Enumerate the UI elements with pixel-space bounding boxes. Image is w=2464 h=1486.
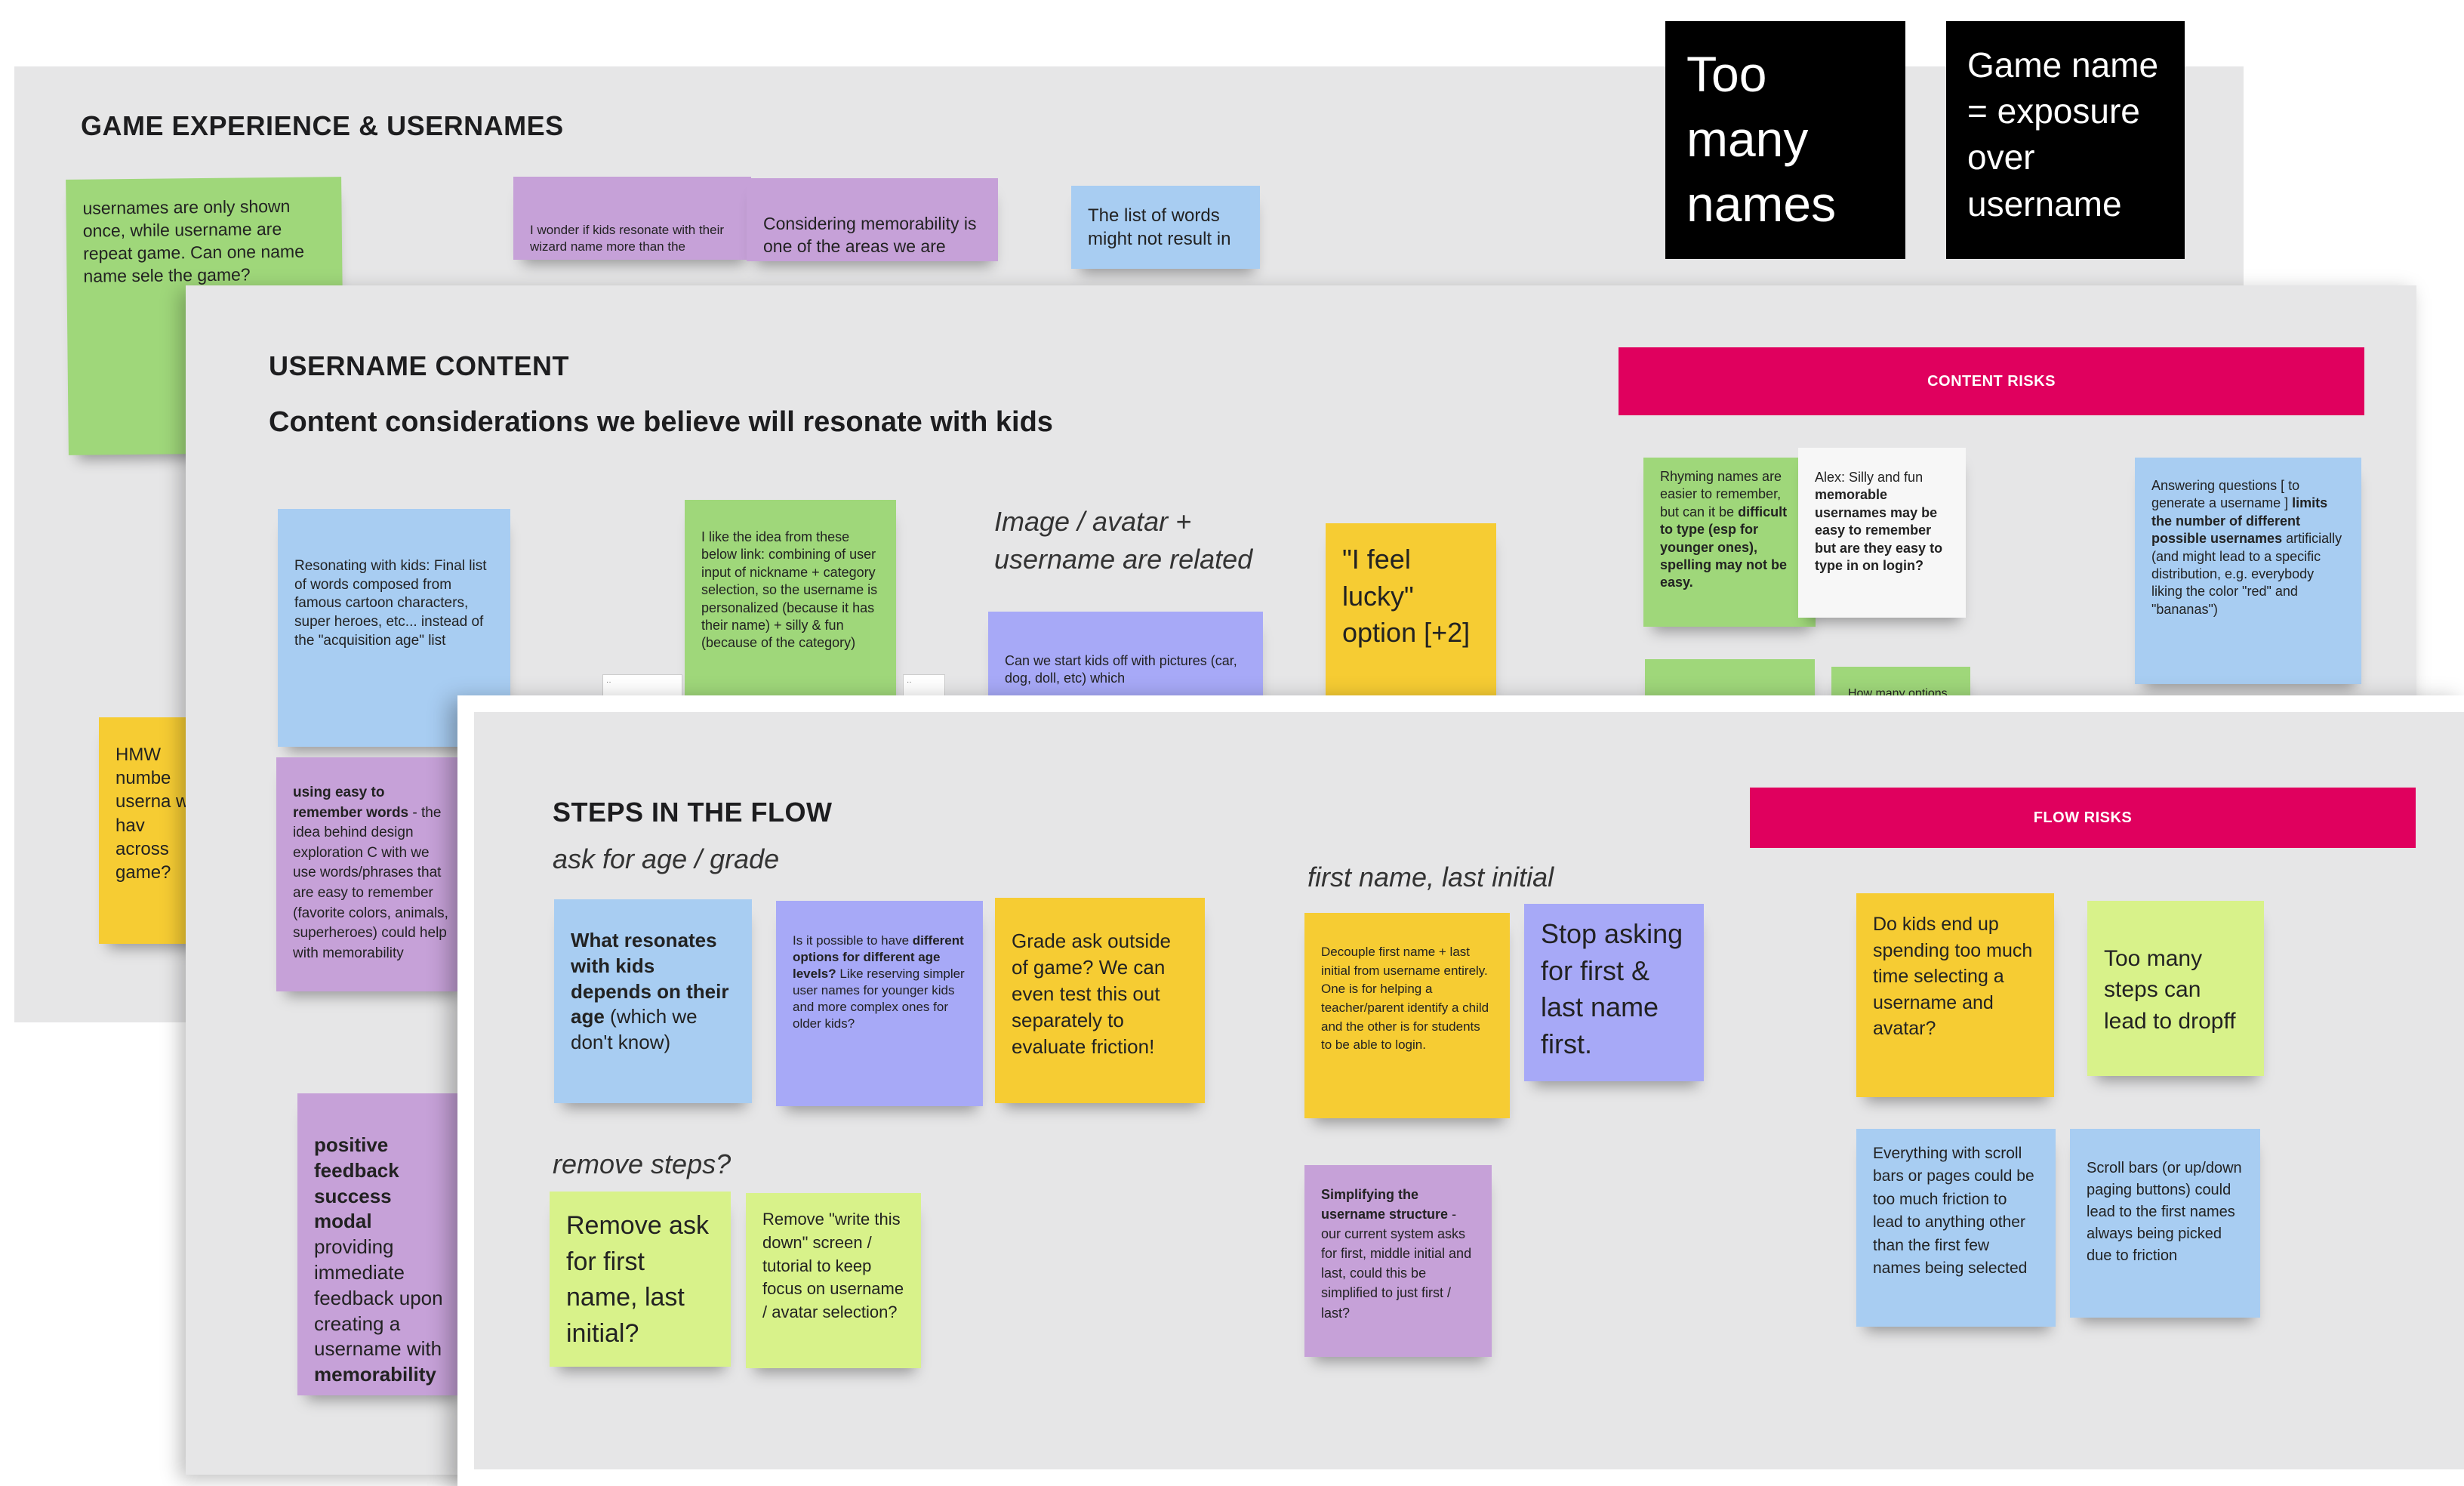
sticky-note[interactable]: Answering questions [ to generate a user… (2135, 458, 2361, 684)
panel-inner: STEPS IN THE FLOW ask for age / grade re… (474, 712, 2464, 1469)
note-bold: memorability awareness (314, 1363, 436, 1395)
sticky-note[interactable]: Rhyming names are easier to remember, bu… (1643, 458, 1816, 627)
sticky-note[interactable]: Grade ask outside of game? We can even t… (995, 898, 1205, 1103)
note-bold: using easy to remember words (293, 785, 409, 821)
flow-risks-header[interactable]: FLOW RISKS (1750, 788, 2416, 848)
note-bold: Simplifying the username structure (1321, 1187, 1449, 1222)
label-remove-steps: remove steps? (553, 1148, 732, 1179)
board-panel-steps-in-flow: STEPS IN THE FLOW ask for age / grade re… (457, 695, 2464, 1486)
panel-subtitle: Content considerations we believe will r… (269, 406, 1053, 438)
sticky-note[interactable]: Scroll bars (or up/down paging buttons) … (2070, 1129, 2260, 1318)
note-bold: difficult to type (esp for younger ones)… (1660, 504, 1788, 590)
sticky-note[interactable]: Alex: Silly and fun memorable usernames … (1798, 448, 1966, 618)
panel-title: USERNAME CONTENT (269, 350, 570, 381)
sticky-note[interactable]: The list of words might not result in (1071, 186, 1260, 269)
sticky-note[interactable]: Remove "write this down" screen / tutori… (746, 1193, 921, 1368)
panel-title: GAME EXPERIENCE & USERNAMES (81, 110, 564, 141)
note-text: (which we don't know) (571, 1005, 698, 1054)
sticky-note[interactable]: Remove ask for first name, last initial? (550, 1192, 731, 1367)
note-text: Is it possible to have (793, 933, 913, 948)
content-risks-header[interactable]: CONTENT RISKS (1619, 347, 2364, 415)
label-first-name: first name, last initial (1307, 862, 1554, 893)
note-bold: limits the number of different possible … (2151, 495, 2328, 547)
sticky-note[interactable]: Simplifying the username structure - our… (1304, 1165, 1492, 1357)
sticky-note-game-name[interactable]: Game name = exposure over username (1946, 21, 2185, 259)
note-text: - the idea behind design exploration C w… (293, 804, 448, 961)
sticky-note[interactable]: Everything with scroll bars or pages cou… (1856, 1129, 2056, 1327)
panel-title: STEPS IN THE FLOW (553, 797, 833, 828)
sticky-note[interactable]: Stop asking for first & last name first. (1524, 904, 1704, 1081)
note-text: providing immediate feedback upon creati… (314, 1235, 443, 1361)
sticky-note[interactable]: I wonder if kids resonate with their wiz… (513, 177, 751, 260)
note-text: Answering questions [ to generate a user… (2151, 478, 2300, 511)
sticky-note[interactable]: I like the idea from these below link: c… (685, 500, 896, 734)
note-text: Rhyming names are easier to remember, bu… (1660, 469, 1782, 519)
sticky-note[interactable]: Do kids end up spending too much time se… (1856, 893, 2054, 1097)
note-text: artificially (and might lead to a specif… (2151, 531, 2342, 617)
note-bold: What resonates with kids depends on thei… (571, 929, 729, 1028)
sticky-note[interactable]: Decouple first name + last initial from … (1304, 913, 1510, 1118)
sticky-note[interactable]: Is it possible to have different options… (776, 901, 983, 1106)
label-image-avatar: Image / avatar + username are related (994, 506, 1253, 575)
sticky-note[interactable]: Too many steps can lead to dropff (2087, 901, 2264, 1076)
note-bold: positive feedback success modal (314, 1133, 399, 1233)
sticky-note[interactable]: positive feedback success modal providin… (297, 1093, 465, 1395)
label-ask-age: ask for age / grade (553, 843, 780, 874)
note-text: Like reserving simpler user names for yo… (793, 967, 965, 1031)
note-text: - our current system asks for first, mid… (1321, 1207, 1472, 1321)
sticky-note[interactable]: Considering memorability is one of the a… (747, 178, 998, 261)
note-bold: different options for different age leve… (793, 933, 964, 982)
note-bold: memorable usernames may be easy to remem… (1815, 487, 1943, 573)
sticky-note[interactable]: What resonates with kids depends on thei… (554, 899, 752, 1103)
sticky-note-too-many-names[interactable]: Too many names (1665, 21, 1905, 259)
sticky-note[interactable]: using easy to remember words - the idea … (276, 757, 465, 991)
sticky-note[interactable]: "I feel lucky" option [+2] (1326, 523, 1496, 697)
note-text: Alex: Silly and fun (1815, 470, 1923, 485)
